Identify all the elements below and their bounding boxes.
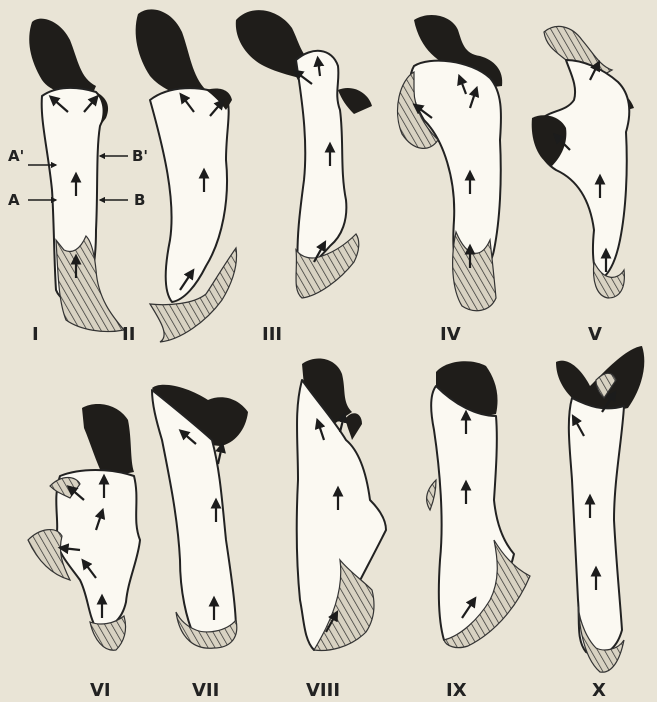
panel-6: VI	[28, 404, 140, 701]
panel-label-4: IV	[440, 324, 461, 345]
panel-label-10: X	[592, 680, 606, 701]
panel-3: III	[236, 10, 372, 345]
panel-9: IX	[427, 361, 530, 701]
marker-a: A	[8, 191, 20, 209]
panel-1: A' A B' B I	[8, 19, 148, 345]
panel-label-6: VI	[90, 680, 111, 701]
marker-a-prime: A'	[8, 147, 24, 165]
panel-label-2: II	[122, 324, 135, 345]
panel-8: VIII	[297, 359, 386, 701]
panel-2: II	[122, 9, 236, 345]
panel-label-1: I	[32, 324, 39, 345]
panel-label-5: V	[588, 324, 602, 345]
panel-label-3: III	[262, 324, 282, 345]
panel-label-7: VII	[192, 680, 219, 701]
panel-5: V	[532, 26, 634, 345]
panel-label-9: IX	[446, 680, 467, 701]
marker-b-prime: B'	[132, 147, 148, 165]
panel-label-8: VIII	[306, 680, 340, 701]
panel-4: IV	[398, 15, 503, 345]
panel-7: VII	[152, 385, 248, 701]
panel-10: X	[556, 346, 644, 701]
marker-b: B	[134, 191, 145, 209]
